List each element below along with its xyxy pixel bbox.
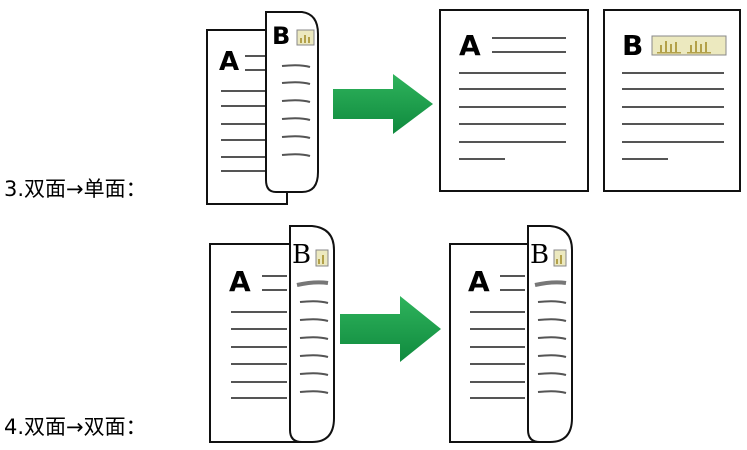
bar-chart-banner-bars <box>657 41 711 54</box>
bar-chart-thumb-bars <box>300 35 310 43</box>
arrow-right-icon <box>333 74 433 134</box>
page-b-curled-sheet <box>265 11 319 193</box>
result-page-b-letter: B <box>622 29 643 62</box>
row2-result-page-b-curled-sheet <box>527 225 573 443</box>
row2-bar-chart-thumb-bars <box>318 255 324 264</box>
caption-duplex-to-simplex: 3.双面→单面： <box>4 177 147 201</box>
row2-page-a-text-lines <box>231 275 287 399</box>
row2-page-b-text-lines <box>299 300 329 394</box>
page-b-letter: B <box>272 22 290 50</box>
duplex-result-row2: A B <box>449 225 573 443</box>
simplex-page-b: B <box>603 9 741 192</box>
row2-result-page-b-text-lines <box>537 300 567 394</box>
row2-page-b-curled-sheet <box>289 225 335 443</box>
page-a-letter: A <box>219 47 239 77</box>
duplex-original-row1: A B <box>206 11 319 205</box>
row2-result-page-b-heading-line <box>534 280 567 287</box>
row2-page-b-letter: B <box>292 240 311 270</box>
row2-result-page-a-letter: A <box>468 265 490 298</box>
caption-duplex-to-duplex: 4.双面→双面： <box>4 415 147 439</box>
duplex-original-row2: A B <box>209 225 335 443</box>
page-a-text-lines <box>221 55 268 172</box>
result-page-b-text-lines <box>622 72 724 160</box>
page-b-text-lines <box>281 64 311 157</box>
result-page-a-sheet <box>439 9 589 192</box>
row2-result-page-a-text-lines <box>470 275 525 399</box>
row2-page-b-heading-line <box>296 280 329 287</box>
row2-page-a-letter: A <box>229 265 251 298</box>
result-page-a-text-lines <box>459 37 566 160</box>
arrow-right-icon-row2 <box>340 296 441 362</box>
result-page-a-letter: A <box>459 29 481 62</box>
row2-result-page-b-letter: B <box>530 240 549 270</box>
simplex-page-a: A <box>439 9 589 192</box>
row2-result-bar-chart-thumb-bars <box>556 255 562 264</box>
